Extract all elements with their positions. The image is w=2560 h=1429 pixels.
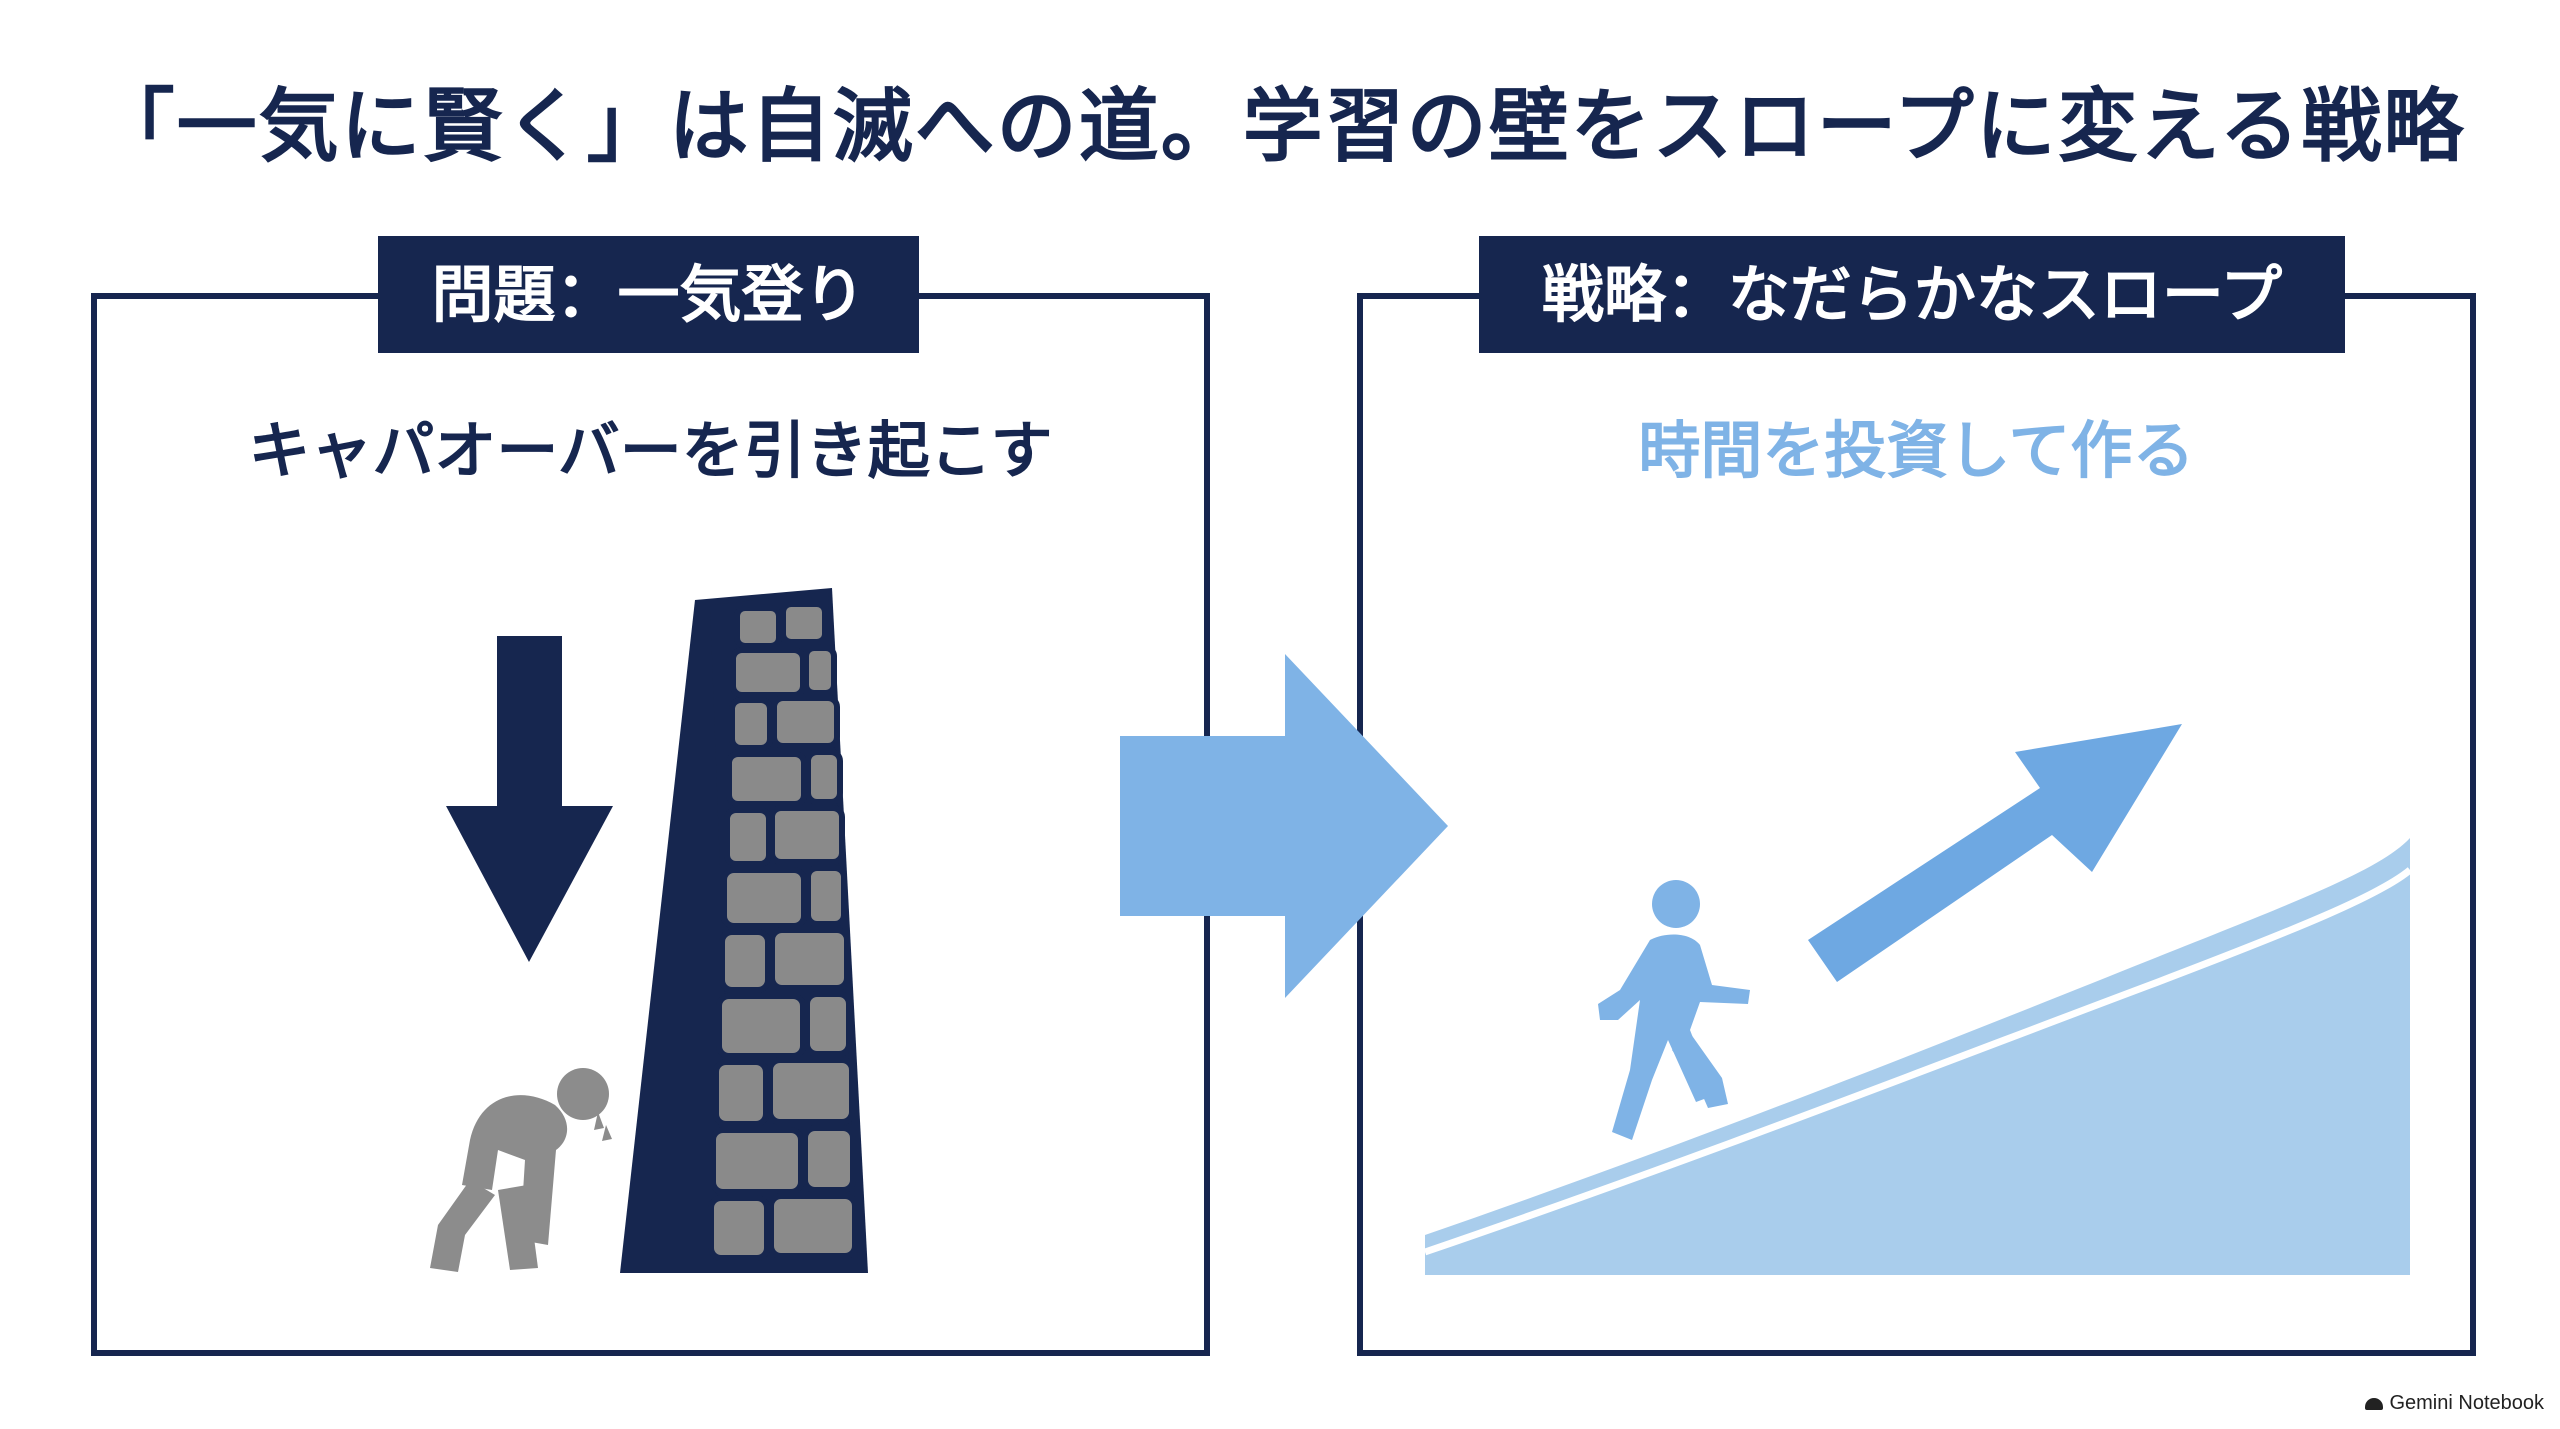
problem-subtitle: キャパオーバーを引き起こす [248,414,1053,487]
up-right-arrow-icon [1808,724,2182,982]
slope-icon [1423,838,2413,1275]
exhausted-person-icon [430,1068,612,1272]
brand-label: Gemini Notebook [2389,1392,2544,1414]
down-arrow-icon [446,636,613,962]
page-title: 「一気に賢く」は自滅への道。学習の壁をスロープに変える戦略 [94,80,2466,173]
strategy-subtitle: 時間を投資して作る [1638,414,2195,487]
gemini-notebook-brand: Gemini Notebook [2365,1392,2544,1415]
strategy-tag: 戦略：なだらかなスロープ [1479,236,2345,353]
problem-tag: 問題：一気登り [378,236,919,353]
stone-wall-icon [620,588,868,1273]
right-arrow-icon [1120,654,1448,998]
walking-person-icon [1598,880,1750,1140]
notebook-icon [2365,1397,2384,1410]
